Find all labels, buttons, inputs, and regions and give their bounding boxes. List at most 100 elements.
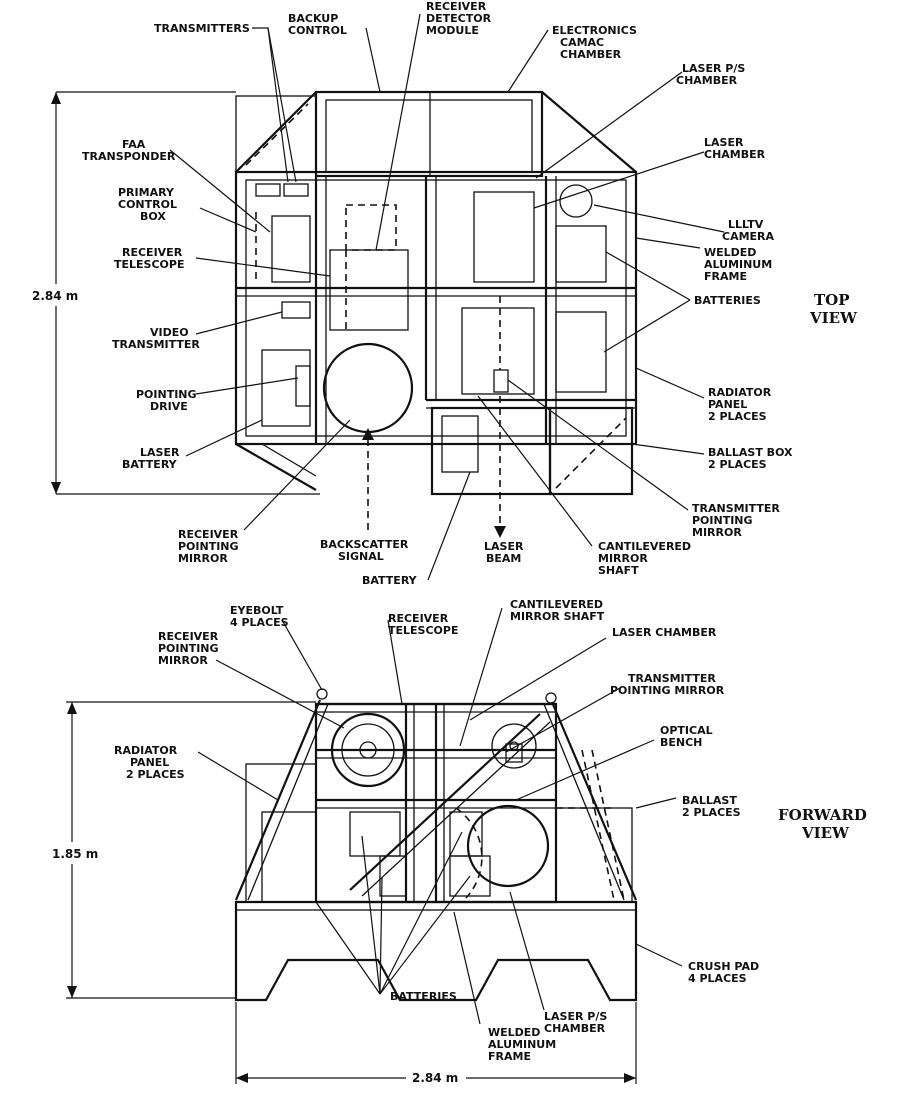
label-electronics-3: CHAMBER: [560, 48, 622, 61]
battery-forward-1: [349, 811, 401, 857]
fw-label-radiator-1: RADIATOR: [114, 744, 178, 757]
label-tx-mirror-2: POINTING: [692, 514, 753, 527]
ballast-forward: [555, 807, 633, 903]
forward-view-title-1: FORWARD: [778, 806, 867, 824]
label-electronics-2: CAMAC: [560, 36, 604, 49]
battery-forward-2: [379, 855, 407, 897]
label-receiver-detector-1: RECEIVER: [426, 0, 487, 13]
label-radiator-2: PANEL: [708, 398, 747, 411]
label-welded-2: ALUMINUM: [704, 258, 772, 271]
label-backup-control-1: BACKUP: [288, 12, 338, 25]
label-laser-beam-1: LASER: [484, 540, 524, 553]
fw-label-rx-mirror-1: RECEIVER: [158, 630, 219, 643]
laser-chamber-forward: [466, 804, 550, 888]
pointing-drive: [295, 365, 311, 407]
fw-label-welded-1: WELDED: [488, 1026, 540, 1039]
top-battery-bay: [430, 406, 552, 496]
label-welded-3: FRAME: [704, 270, 747, 283]
fw-label-optical-2: BENCH: [660, 736, 702, 749]
label-ballast-box-1: BALLAST BOX: [708, 446, 793, 459]
label-laser-chamber-2: CHAMBER: [704, 148, 766, 161]
primary-control-box: [271, 215, 311, 283]
transmitter-box-1: [255, 183, 281, 197]
label-laser-battery-1: LASER: [140, 446, 180, 459]
label-video-2: TRANSMITTER: [112, 338, 200, 351]
label-video-1: VIDEO: [150, 326, 189, 339]
label-faa-1: FAA: [122, 138, 146, 151]
top-view-title-2: VIEW: [809, 309, 858, 327]
fw-label-welded-2: ALUMINUM: [488, 1038, 556, 1051]
eyebolt-right: [545, 692, 557, 704]
transmitter-pointing-mirror: [493, 369, 509, 393]
label-radiator-1: RADIATOR: [708, 386, 772, 399]
label-backup-control-2: CONTROL: [288, 24, 347, 37]
llltv-camera: [559, 184, 593, 218]
label-cantilever-2: MIRROR: [598, 552, 648, 565]
fw-label-rx-tel-2: TELESCOPE: [388, 624, 458, 637]
radiator-panel-forward: [245, 763, 317, 903]
label-electronics-1: ELECTRONICS: [552, 24, 637, 37]
fw-label-optical-1: OPTICAL: [660, 724, 713, 737]
fw-label-tx-mirror-2: POINTING MIRROR: [610, 684, 725, 697]
forward-width-dimension: 2.84 m: [412, 1071, 458, 1085]
label-pointing-2: DRIVE: [150, 400, 188, 413]
top-electronics-chamber: [314, 90, 544, 178]
label-cantilever-3: SHAFT: [598, 564, 639, 577]
label-batteries-top: BATTERIES: [694, 294, 761, 307]
label-pointing-1: POINTING: [136, 388, 197, 401]
label-transmitters: TRANSMITTERS: [154, 22, 250, 35]
fw-label-rx-mirror-2: POINTING: [158, 642, 219, 655]
transmitter-pointing-mirror-forward: [491, 723, 537, 769]
label-battery: BATTERY: [362, 574, 418, 587]
fw-label-laser-chamber: LASER CHAMBER: [612, 626, 717, 639]
fw-label-laser-ps-1: LASER P/S: [544, 1010, 607, 1023]
optical-bench: [349, 713, 541, 891]
battery-forward-3: [449, 811, 483, 857]
fw-label-radiator-3: 2 PLACES: [126, 768, 185, 781]
receiver-pointing-mirror: [322, 342, 414, 434]
top-battery: [441, 415, 479, 473]
laser-chamber: [473, 191, 535, 283]
fw-label-tx-mirror-1: TRANSMITTER: [628, 672, 716, 685]
fw-label-laser-ps-2: CHAMBER: [544, 1022, 606, 1035]
battery-right-1: [555, 225, 607, 283]
fw-label-cantilever-1: CANTILEVERED: [510, 598, 603, 611]
label-laser-chamber-1: LASER: [704, 136, 744, 149]
label-tx-mirror-3: MIRROR: [692, 526, 742, 539]
label-ballast-box-2: 2 PLACES: [708, 458, 767, 471]
label-llltv-1: LLLTV: [728, 218, 764, 231]
fw-label-batteries: BATTERIES: [390, 990, 457, 1003]
receiver-telescope-forward: [330, 712, 406, 788]
label-receiver-detector-2: DETECTOR: [426, 12, 492, 25]
fw-label-cantilever-2: MIRROR SHAFT: [510, 610, 605, 623]
crush-pads: [234, 900, 638, 1002]
laser-beam-arrowhead: [494, 526, 506, 538]
top-backup-control-box: [235, 95, 317, 173]
fw-label-crush-1: CRUSH PAD: [688, 960, 759, 973]
label-welded-1: WELDED: [704, 246, 756, 259]
fw-label-radiator-2: PANEL: [130, 756, 169, 769]
laser-battery: [261, 349, 311, 427]
label-laser-ps-2: CHAMBER: [676, 74, 738, 87]
label-receiver-detector-3: MODULE: [426, 24, 479, 37]
fw-label-eyebolt-2: 4 PLACES: [230, 616, 289, 629]
label-radiator-3: 2 PLACES: [708, 410, 767, 423]
top-height-dimension: 2.84 m: [32, 289, 78, 303]
forward-view: [66, 607, 683, 1084]
transmitter-box-2: [283, 183, 309, 197]
top-view: [51, 13, 725, 581]
label-primary-2: CONTROL: [118, 198, 177, 211]
fw-label-welded-3: FRAME: [488, 1050, 531, 1063]
receiver-telescope: [329, 249, 409, 331]
fw-label-eyebolt-1: EYEBOLT: [230, 604, 284, 617]
eyebolt-left: [316, 688, 328, 700]
fw-label-rx-tel-1: RECEIVER: [388, 612, 449, 625]
label-laser-ps-1: LASER P/S: [682, 62, 745, 75]
fw-label-rx-mirror-3: MIRROR: [158, 654, 208, 667]
label-backscatter-2: SIGNAL: [338, 550, 384, 563]
backscatter-arrowhead: [362, 428, 374, 440]
fw-label-ballast-2: 2 PLACES: [682, 806, 741, 819]
top-view-title-1: TOP: [814, 291, 850, 309]
label-llltv-2: CAMERA: [722, 230, 775, 243]
fw-label-ballast-1: BALLAST: [682, 794, 737, 807]
